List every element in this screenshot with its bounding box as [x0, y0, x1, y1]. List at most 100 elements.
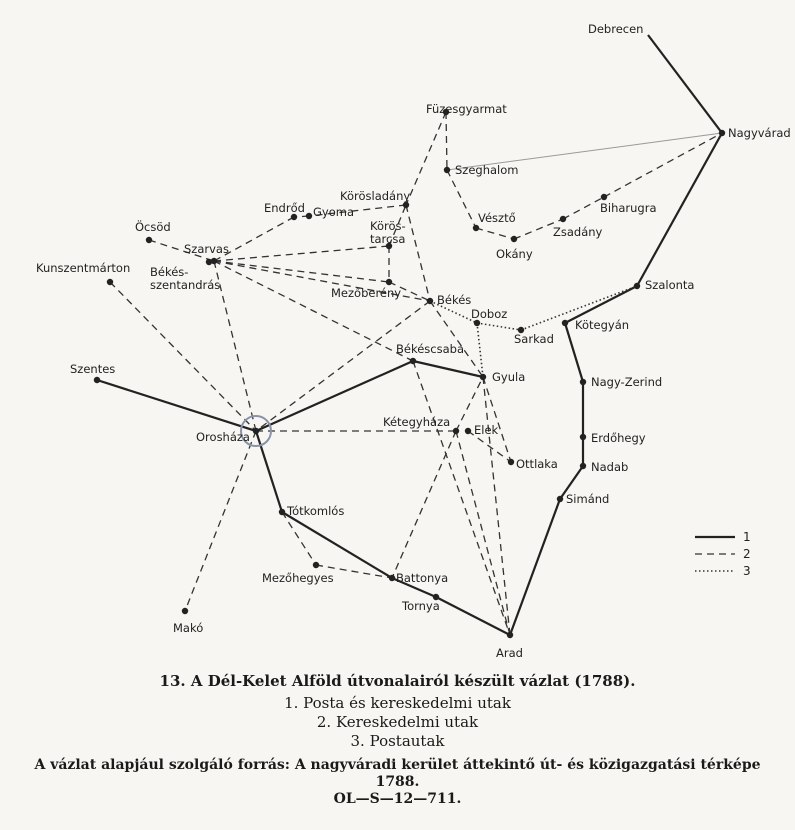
town-label-debrecen: Debrecen [588, 22, 643, 36]
town-label-bekesszentandras: Békés-szentandrás [150, 265, 220, 292]
town-dot-bekesszentandras [205, 258, 213, 266]
town-dot-totkomlos [278, 508, 286, 516]
legend-label-post: 1 [743, 530, 751, 544]
town-label-koroslad: Körösladány [340, 189, 410, 203]
road-koroslad-gyoma [308, 204, 407, 217]
town-dot-elek [464, 427, 472, 435]
roads-layer [96, 34, 723, 636]
town-dot-kunszentmarton [106, 278, 114, 286]
caption-legend-item-3: 3. Postautak [350, 732, 445, 750]
road-battonya-tornya [391, 576, 437, 599]
town-label-bekescsaba: Békéscsaba [396, 342, 464, 356]
town-label-biharugra: Biharugra [600, 201, 657, 215]
town-dot-ocsod [145, 236, 153, 244]
road-szeghalom-nagyvarad [446, 132, 723, 171]
road-debrecen-nagyvarad [647, 34, 723, 134]
caption-source-line-2: 1788. [375, 774, 420, 790]
oroshaza-highlight-circle [240, 415, 272, 447]
road-szarvas-bekescsaba [213, 260, 414, 362]
road-vészto-okany [475, 227, 515, 240]
town-dot-szarvas [210, 257, 218, 265]
town-dot-fuzesgyarmat [442, 108, 450, 116]
town-label-doboz: Doboz [471, 307, 507, 321]
town-dot-erdohegy [579, 433, 587, 441]
town-label-arad: Arad [496, 646, 523, 660]
road-mezohegyes-battonya [315, 564, 393, 579]
road-fuzesgyarmat-szeghalom [445, 111, 448, 171]
road-oroshaza-totkomlos [254, 430, 284, 513]
road-szarvas-oroshaza [213, 260, 257, 432]
town-label-ottlaka: Ottlaka [516, 457, 558, 471]
caption-title: 13. A Dél-Kelet Alföld útvonalairól kész… [159, 672, 636, 690]
road-nadab-simand [559, 465, 584, 500]
town-label-nagyvarad: Nagyvárad [728, 126, 791, 140]
town-dot-ottlaka [507, 458, 515, 466]
road-oroshaza-mako [184, 430, 257, 612]
caption-legend-item-2: 2. Kereskedelmi utak [316, 713, 479, 731]
town-label-totkomlos: Tótkomlós [286, 504, 344, 518]
road-bekes-doboz [429, 300, 478, 324]
road-szeghalom-vészto [446, 169, 477, 229]
map-legend: 1 2 3 [695, 530, 751, 578]
town-label-korostarcsa: Körös-tarcsa [370, 219, 406, 246]
town-label-szeghalom: Szeghalom [455, 163, 518, 177]
town-label-erdohegy: Erdőhegy [591, 431, 646, 445]
town-label-gyoma: Gyoma [313, 205, 354, 219]
road-zsadany-biharugra [562, 196, 605, 220]
town-dot-ketegyhaza [452, 427, 460, 435]
town-dot-endrod [290, 213, 298, 221]
town-dot-mezobereny [385, 278, 393, 286]
road-szarvas-korostarcsa [213, 245, 390, 262]
town-label-oroshaza: Orosháza [196, 430, 250, 444]
road-szalonta-kotegyan [564, 285, 638, 324]
road-okany-zsadany [513, 218, 564, 240]
caption-source-line-1: A vázlat alapjául szolgáló forrás: A nag… [34, 757, 761, 773]
town-label-ketegyhaza: Kétegyháza [383, 415, 450, 429]
town-dot-doboz [473, 319, 481, 327]
town-dot-simand [556, 495, 564, 503]
road-totkomlos-battonya [281, 511, 393, 579]
town-label-endrod: Endrőd [264, 201, 305, 215]
town-label-zsadany: Zsadány [553, 225, 603, 239]
town-dot-korostarcsa [385, 242, 393, 250]
town-dot-szalonta [633, 282, 641, 290]
town-label-mako: Makó [173, 621, 203, 635]
legend-label-postal: 3 [743, 564, 751, 578]
town-dot-bekescsaba [409, 357, 417, 365]
town-label-kotegyan: Kötegyán [575, 318, 629, 332]
road-sarkad-szalonta [520, 285, 638, 331]
road-bekes-gyula [429, 300, 484, 378]
town-dot-mezohegyes [312, 561, 320, 569]
road-bekes-oroshaza [255, 300, 431, 432]
town-label-mezobereny: Mezőberény [331, 286, 401, 300]
town-label-gyula: Gyula [492, 370, 525, 384]
road-bekescsaba-arad [412, 360, 511, 636]
town-dot-okany [510, 235, 518, 243]
town-label-ocsod: Öcsöd [135, 218, 171, 234]
caption-legend-item-1: 1. Posta és kereskedelmi utak [284, 694, 511, 712]
town-dot-gyula [479, 373, 487, 381]
town-label-nagyzerind: Nagy-Zerind [591, 375, 662, 389]
town-label-szarvas: Szarvas [184, 242, 229, 256]
town-label-fuzesgyarmat: Füzesgyarmat [426, 102, 507, 116]
road-szarvas-mezobereny [213, 260, 390, 283]
road-biharugra-nagyvarad [603, 132, 723, 198]
legend-label-trade: 2 [743, 547, 751, 561]
town-label-elek: Elek [474, 423, 499, 437]
town-dot-nagyvarad [718, 129, 726, 137]
town-label-vészto: Vésztő [478, 211, 516, 225]
town-dot-szeghalom [443, 166, 451, 174]
road-szentes-oroshaza [96, 378, 257, 433]
town-dot-tornya [432, 593, 440, 601]
town-dot-kotegyan [561, 319, 569, 327]
town-label-nadab: Nadab [591, 460, 628, 474]
town-dot-zsadany [559, 215, 567, 223]
town-dot-nagyzerind [579, 378, 587, 386]
town-label-sarkad: Sarkad [514, 332, 554, 346]
road-bekescsaba-gyula [412, 359, 484, 379]
town-dot-szentes [93, 376, 101, 384]
town-label-bekes: Békés [437, 293, 471, 307]
road-doboz-sarkad [476, 322, 522, 331]
town-dot-vészto [472, 224, 480, 232]
